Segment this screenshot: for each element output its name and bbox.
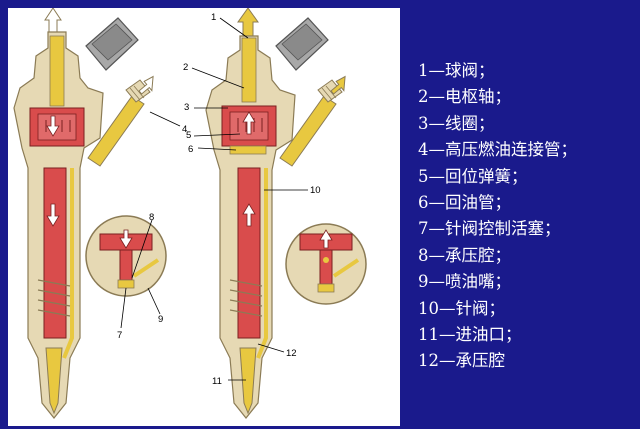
callout-3: 3 (184, 102, 189, 113)
legend-item: 10—针阀； (418, 298, 505, 318)
legend-item: 9—喷油嘴； (418, 272, 511, 292)
nozzle-tip-left (45, 347, 63, 415)
callout-lines (120, 17, 308, 381)
armature-bore-left (49, 35, 65, 107)
callout-6: 6 (188, 144, 193, 155)
callout-10: 10 (310, 185, 321, 196)
detail-circle-right (285, 223, 367, 305)
callout-11: 11 (212, 376, 222, 387)
electrical-connector-left (85, 17, 139, 71)
callout-1: 1 (211, 12, 216, 23)
legend-item: 5—回位弹簧； (418, 166, 528, 186)
control-piston-left (43, 167, 67, 339)
legend-item: 4—高压燃油连接管； (418, 140, 577, 160)
legend-item: 2—电枢轴； (418, 87, 511, 107)
detail-circle-left (85, 215, 167, 297)
return-arrow-right (237, 8, 259, 37)
callout-4: 4 (182, 124, 187, 135)
legend-item: 8—承压腔； (418, 245, 511, 265)
injector-left (13, 8, 167, 419)
legend-item: 11—进油口； (418, 325, 522, 345)
injector-diagram: 1 2 3 4 5 6 7 8 9 10 11 12 (13, 8, 367, 419)
return-arrow-left (44, 8, 62, 33)
legend-item: 7—针阀控制活塞； (418, 219, 561, 239)
callout-12: 12 (286, 348, 297, 359)
callout-5: 5 (186, 130, 191, 141)
needle-valve-right (237, 167, 261, 339)
callout-9: 9 (158, 314, 163, 325)
electrical-connector-right (275, 17, 329, 71)
injector-right (205, 8, 367, 419)
legend-item: 3—线圈； (418, 113, 495, 133)
callout-7: 7 (117, 330, 122, 341)
component-legend: 1—球阀； 2—电枢轴； 3—线圈； 4—高压燃油连接管； 5—回位弹簧； 6—… (418, 58, 638, 375)
legend-item: 1—球阀； (418, 61, 495, 80)
diagram-panel: 1 2 3 4 5 6 7 8 9 10 11 12 (8, 8, 400, 426)
callout-8: 8 (149, 212, 154, 223)
callout-2: 2 (183, 62, 188, 73)
legend-item: 6—回油管； (418, 193, 511, 213)
fuel-inlet-pipe-left (87, 75, 154, 167)
legend-item: 12—承压腔 (418, 351, 505, 371)
fuel-inlet-pipe-right (279, 75, 346, 167)
